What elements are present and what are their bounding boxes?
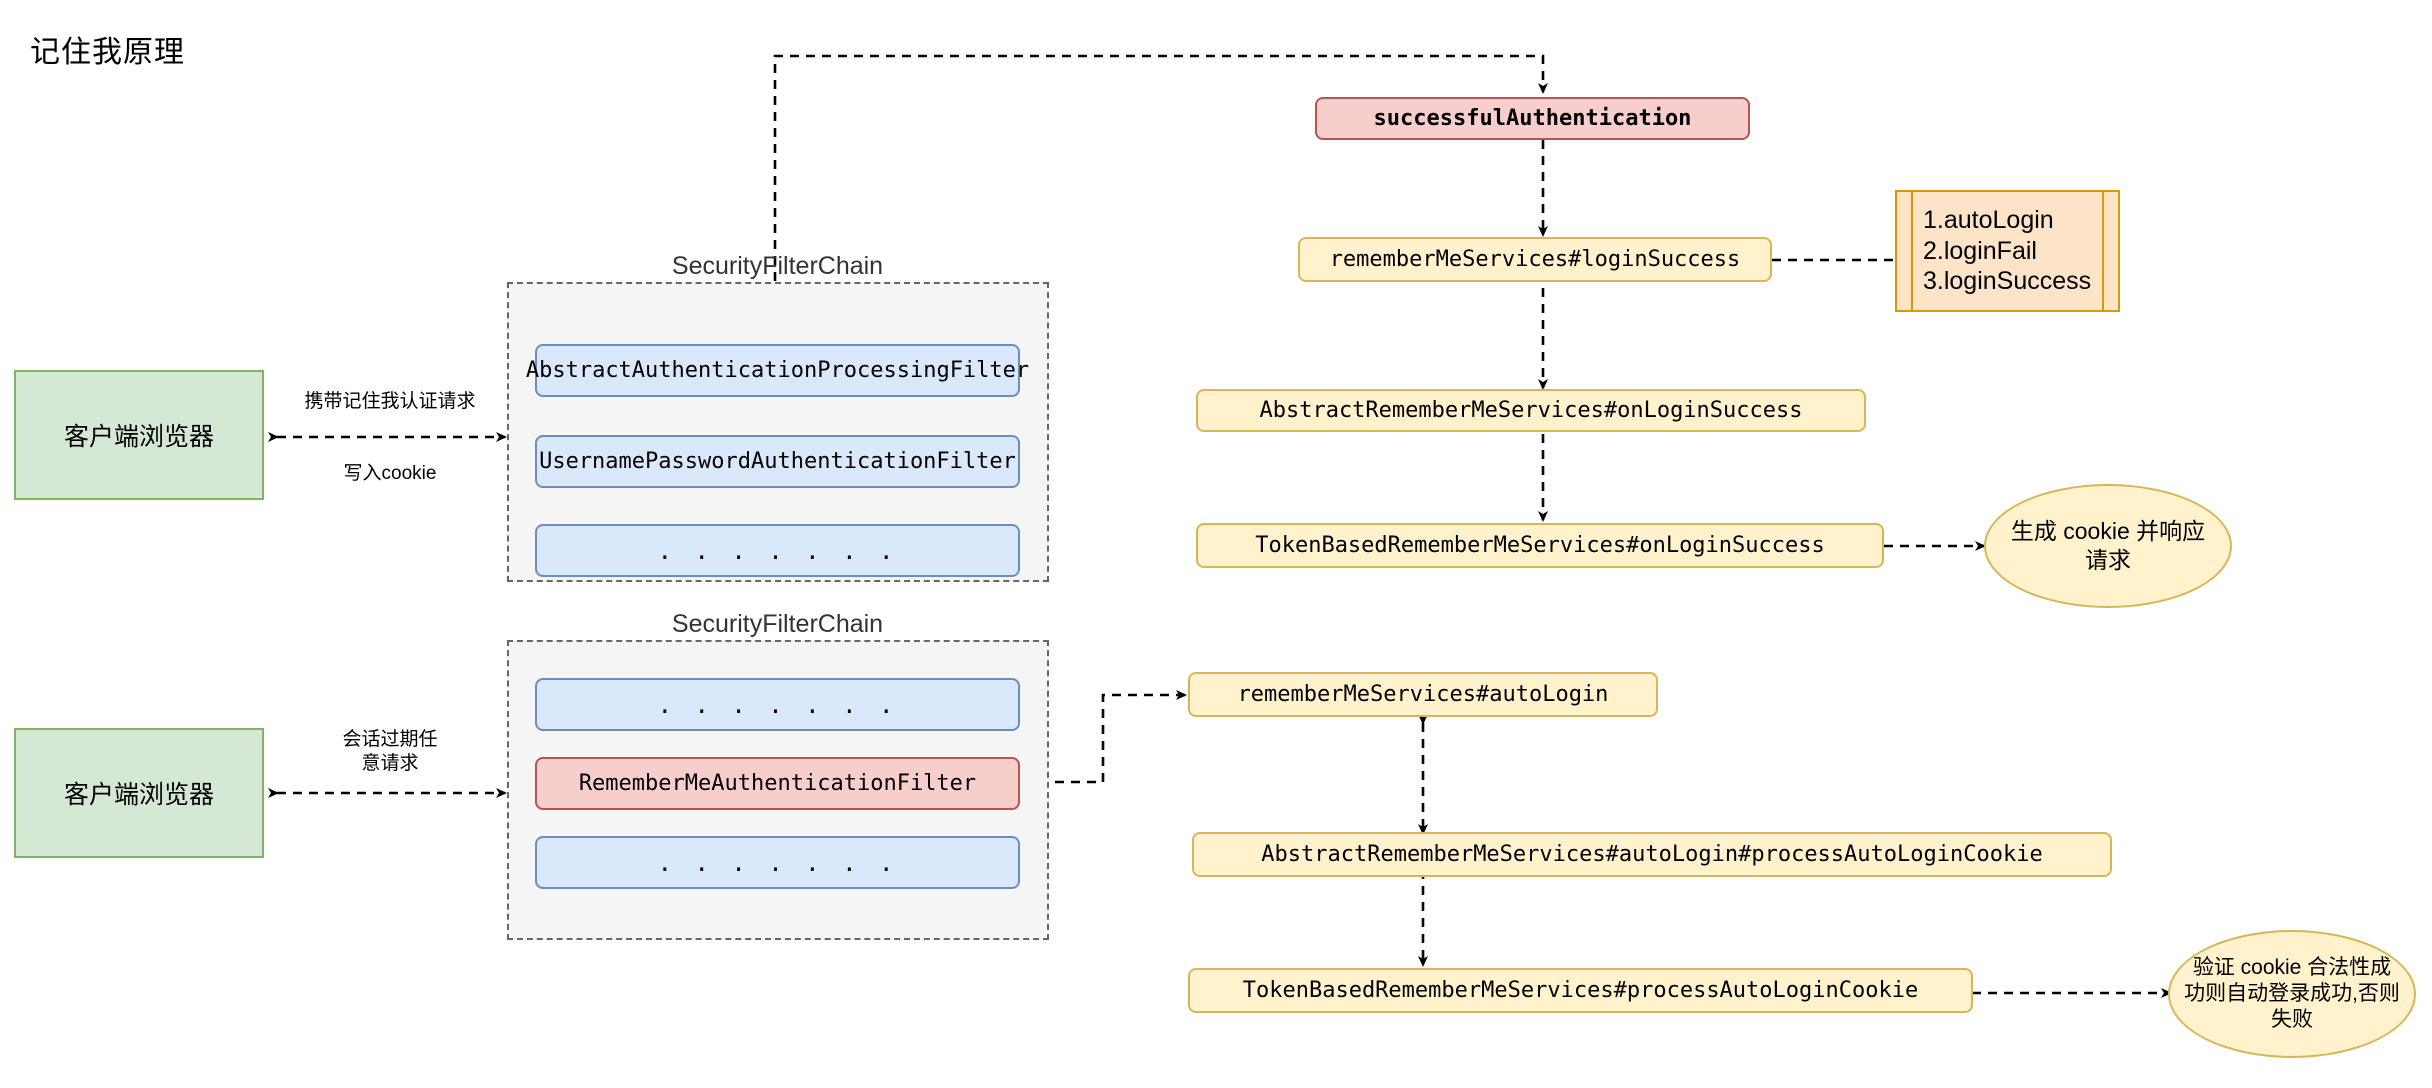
note-body: 1.autoLogin 2.loginFail 3.loginSuccess (1913, 192, 2102, 310)
abstract-remember-me-services-auto-login[interactable]: AbstractRememberMeServices#autoLogin#pro… (1192, 832, 2112, 877)
page-title: 记住我原理 (30, 36, 185, 69)
remember-me-authentication-filter[interactable]: RememberMeAuthenticationFilter (535, 757, 1020, 810)
security-filter-chain-top-label: SecurityFilterChain (671, 252, 884, 280)
note-right-rule (2102, 192, 2118, 310)
ellipse-validate-cookie: 验证 cookie 合法性成功则自动登录成功,否则失败 (2168, 930, 2416, 1058)
filter-ellipsis-top: . . . . . . . (535, 524, 1020, 577)
note-left-rule (1897, 192, 1913, 310)
note-line-1: 1.autoLogin (1923, 206, 2054, 235)
ellipse-generate-cookie: 生成 cookie 并响应请求 (1984, 484, 2232, 608)
token-based-remember-me-services-on-login-success[interactable]: TokenBasedRememberMeServices#onLoginSucc… (1196, 523, 1884, 568)
remember-me-services-auto-login[interactable]: rememberMeServices#autoLogin (1188, 672, 1658, 717)
edge-label-write-cookie: 写入cookie (343, 463, 437, 484)
remember-me-services-methods-note: 1.autoLogin 2.loginFail 3.loginSuccess (1895, 190, 2120, 312)
security-filter-chain-bottom-label: SecurityFilterChain (671, 610, 884, 638)
username-password-authentication-filter[interactable]: UsernamePasswordAuthenticationFilter (535, 435, 1020, 488)
client-browser-top: 客户端浏览器 (14, 370, 264, 500)
successful-authentication[interactable]: successfulAuthentication (1315, 97, 1750, 140)
note-line-3: 3.loginSuccess (1923, 267, 2092, 296)
remember-me-services-login-success[interactable]: rememberMeServices#loginSuccess (1298, 237, 1772, 282)
filter-ellipsis-bottom: . . . . . . . (535, 836, 1020, 889)
note-line-2: 2.loginFail (1923, 236, 2037, 265)
abstract-authentication-processing-filter[interactable]: AbstractAuthenticationProcessingFilter (526, 344, 1029, 397)
filter-ellipsis-mid: . . . . . . . (535, 678, 1020, 731)
edge-label-carry-remember-me-request: 携带记住我认证请求 (304, 391, 476, 412)
client-browser-bottom: 客户端浏览器 (14, 728, 264, 858)
abstract-remember-me-services-on-login-success[interactable]: AbstractRememberMeServices#onLoginSucces… (1196, 389, 1866, 432)
token-based-remember-me-services-process-auto-login-cookie[interactable]: TokenBasedRememberMeServices#processAuto… (1188, 968, 1973, 1013)
edge-label-session-expired-request: 会话过期任 意请求 (342, 729, 438, 774)
